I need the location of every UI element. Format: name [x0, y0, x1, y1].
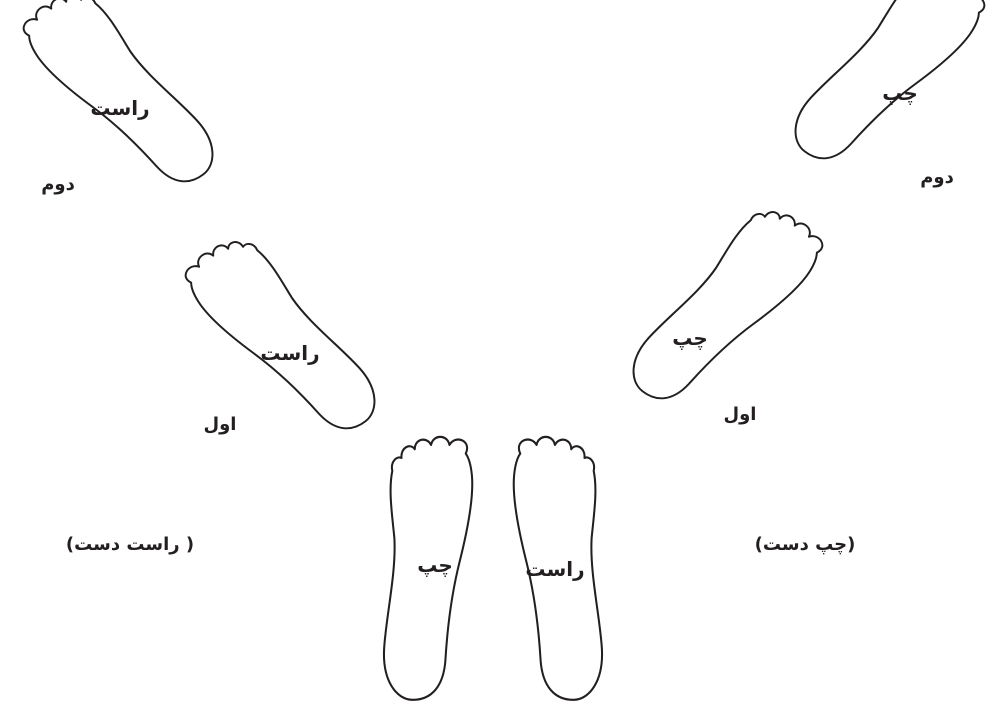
foot-left-first: چپ [620, 192, 831, 428]
foot-left-start: چپ [384, 437, 472, 700]
foot-label: راست [260, 341, 319, 365]
step-caption-right-second: دوم [41, 174, 75, 195]
foot-left-second: چپ [782, 0, 993, 187]
foot-label: چپ [882, 81, 918, 106]
left-footprint-icon [620, 192, 831, 428]
foot-label: چپ [417, 553, 453, 578]
step-caption-left-first: اول [724, 404, 757, 425]
foot-label: راست [90, 96, 149, 120]
foot-label: چپ [672, 326, 708, 351]
left-hand-caption: (چپ دست) [755, 534, 856, 555]
right-hand-caption: (راست دست ) [66, 534, 194, 555]
foot-right-start: راست [514, 437, 602, 700]
step-caption-right-first: اول [204, 414, 237, 435]
step-caption-left-second: دوم [920, 167, 954, 188]
foot-label: راست [525, 557, 584, 581]
